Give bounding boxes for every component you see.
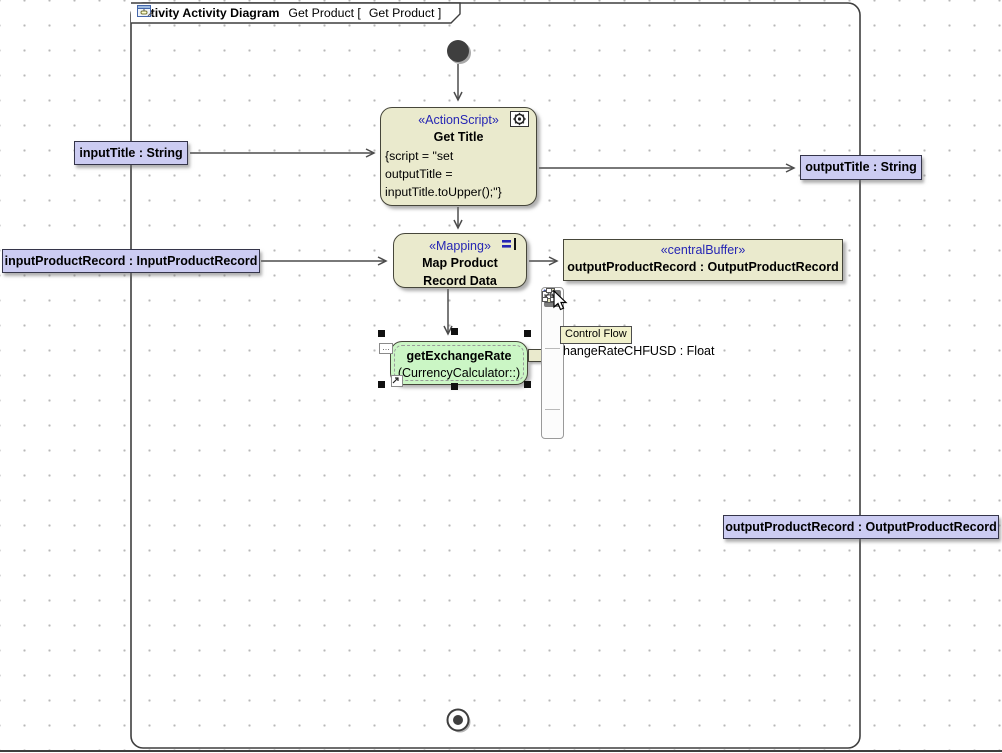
frame-kind-label: activity Activity Diagram bbox=[137, 6, 280, 20]
action-get-title[interactable]: «ActionScript» Get Title {script = "set … bbox=[380, 107, 537, 206]
param-input-product-record[interactable]: inputProductRecord : InputProductRecord bbox=[2, 249, 260, 273]
value-pin-button[interactable] bbox=[542, 289, 561, 406]
action-get-exchange-rate[interactable]: getExchangeRate (CurrencyCalculator::) bbox=[390, 341, 528, 385]
tooltip: Control Flow bbox=[560, 326, 632, 344]
toolbar-separator bbox=[545, 348, 560, 349]
selection-handle[interactable] bbox=[524, 381, 531, 388]
map-product-name: Map Product Record Data bbox=[422, 256, 498, 288]
selection-handle[interactable] bbox=[451, 383, 458, 390]
toolbar-separator bbox=[545, 409, 560, 410]
get-title-name: Get Title bbox=[433, 130, 484, 144]
selection-handle[interactable] bbox=[451, 328, 458, 335]
input-pin-button[interactable] bbox=[542, 289, 561, 368]
frame-diagram-name: Get Product [ bbox=[288, 6, 361, 20]
frame-diagram-ref: Get Product ] bbox=[368, 6, 442, 20]
param-output-title[interactable]: outputTitle : String bbox=[800, 155, 922, 180]
get-title-script: {script = "set outputTitle = inputTitle.… bbox=[385, 149, 502, 199]
canvas-bottom-edge bbox=[0, 750, 1002, 752]
get-title-stereotype: «ActionScript» bbox=[418, 113, 499, 127]
get-exchange-rate-qualifier: (CurrencyCalculator::) bbox=[397, 366, 521, 380]
selection-handle[interactable] bbox=[524, 330, 531, 337]
output-pin-button[interactable] bbox=[543, 289, 561, 387]
initial-node[interactable] bbox=[447, 40, 471, 64]
param-output-product-record[interactable]: outputProductRecord : OutputProductRecor… bbox=[723, 515, 999, 539]
smart-manipulator-toolbar[interactable] bbox=[541, 287, 564, 439]
central-buffer-name: outputProductRecord : OutputProductRecor… bbox=[567, 260, 839, 274]
selection-handle[interactable] bbox=[378, 381, 385, 388]
structured-node-button[interactable] bbox=[542, 288, 561, 429]
activity-frame[interactable] bbox=[130, 2, 861, 749]
edges bbox=[190, 64, 796, 336]
frame-header-tab[interactable] bbox=[131, 2, 461, 24]
mouse-cursor-icon bbox=[553, 289, 568, 311]
activity-final-icon[interactable] bbox=[446, 708, 471, 733]
central-buffer-node[interactable]: «centralBuffer» outputProductRecord : Ou… bbox=[563, 239, 843, 281]
central-buffer-stereotype: «centralBuffer» bbox=[660, 243, 746, 257]
get-exchange-rate-name: getExchangeRate bbox=[406, 349, 512, 363]
gear-icon[interactable] bbox=[510, 111, 530, 128]
note-anchor-button[interactable] bbox=[542, 288, 561, 345]
pin-label-exchange-rate: hangeRateCHFUSD : Float bbox=[563, 344, 715, 358]
mapping-icon bbox=[502, 238, 516, 250]
param-input-title[interactable]: inputTitle : String bbox=[74, 141, 188, 165]
navigate-icon[interactable] bbox=[391, 375, 403, 387]
map-product-stereotype: «Mapping» bbox=[429, 239, 491, 253]
frame-header: activity Activity Diagram Get Product [ … bbox=[137, 4, 441, 22]
structured-node-icon bbox=[542, 288, 556, 302]
edit-compartment-icon[interactable]: … bbox=[379, 343, 393, 354]
activity-diagram-icon bbox=[137, 5, 154, 17]
selection-handle[interactable] bbox=[378, 330, 385, 337]
